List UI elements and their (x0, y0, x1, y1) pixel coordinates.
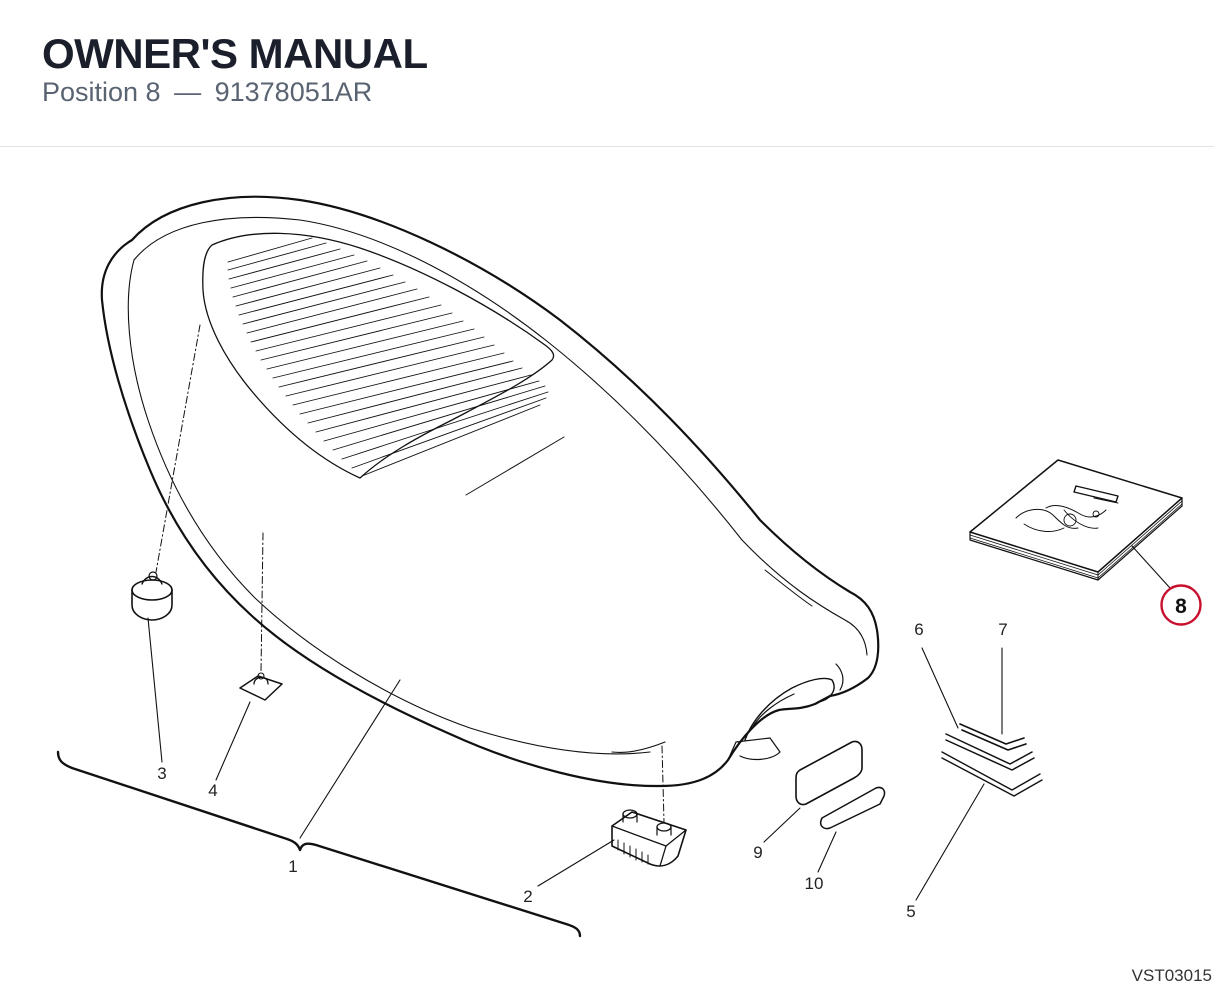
highlight-circle (1160, 584, 1202, 626)
clip-bracket-part (239, 672, 283, 701)
callout-2: 2 (523, 887, 532, 906)
callout-6: 6 (914, 620, 923, 639)
rubber-strip-part (819, 786, 886, 830)
page-title: OWNER'S MANUAL (42, 30, 428, 77)
part-number: 91378051AR (214, 77, 373, 107)
seat-part (100, 195, 880, 788)
callout-7: 7 (998, 620, 1007, 639)
callout-1: 1 (288, 857, 297, 876)
page-subtitle: Position 8 — 91378051AR (42, 77, 372, 108)
callout-4: 4 (208, 781, 217, 800)
position-label: Position 8 (42, 77, 161, 107)
page-header: OWNER'S MANUAL Position 8 — 91378051AR (0, 0, 1214, 147)
callout-3: 3 (157, 764, 166, 783)
leader-lines (147, 545, 1171, 901)
owners-manual-booklet (969, 459, 1183, 581)
subtitle-separator: — (174, 77, 202, 107)
callout-8: 8 (1175, 595, 1187, 618)
callout-10: 10 (805, 874, 824, 893)
callout-9: 9 (753, 843, 762, 862)
rubber-pad-part (795, 740, 863, 806)
drawing-code: VST03015 (1131, 966, 1212, 985)
rubber-buffer-part (131, 571, 173, 621)
callout-labels: 1 2 3 4 5 6 7 8 9 10 (157, 595, 1187, 921)
latch-block-part (611, 809, 687, 867)
allen-key-parts (941, 723, 1043, 797)
assembly-brace (56, 750, 582, 938)
callout-5: 5 (906, 902, 915, 921)
assembly-guide-lines (155, 324, 665, 823)
